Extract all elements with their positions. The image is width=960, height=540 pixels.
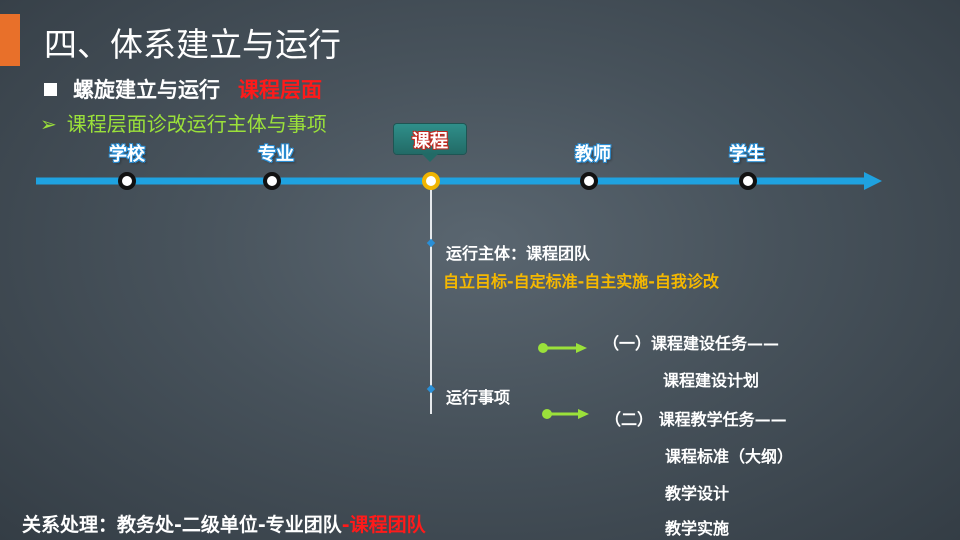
task2-detail: 教学实施 — [665, 519, 730, 538]
run-subject-motto: 自立目标-自定标准-自主实施-自我诊改 — [443, 272, 719, 291]
timeline-label-student: 学生 — [729, 144, 765, 165]
timeline-node-school — [118, 172, 136, 190]
subtitle: 螺旋建立与运行 — [73, 78, 220, 102]
timeline-node-teacher — [580, 172, 598, 190]
arrow-bullet-icon: ➢ — [40, 112, 57, 136]
page-title: 四、体系建立与运行 — [44, 25, 341, 64]
diamond-bullet-icon — [426, 238, 436, 248]
title-accent-bar — [0, 14, 20, 66]
subheading: 课程层面诊改运行主体与事项 — [66, 112, 327, 136]
relationship-text: 关系处理：教务处-二级单位-专业团队 — [22, 514, 342, 536]
task2-title: （二） 课程教学任务—— — [605, 410, 787, 429]
task2-detail: 教学设计 — [665, 484, 730, 503]
subheading-line: ➢ 课程层面诊改运行主体与事项 — [40, 108, 327, 137]
timeline-active-tab: 课程 — [394, 124, 466, 164]
task2-detail: 课程标准（大纲） — [665, 447, 794, 466]
relationship-line: 关系处理：教务处-二级单位-专业团队-课程团队 — [22, 510, 426, 537]
timeline-label-course: 课程 — [412, 131, 448, 152]
subtitle-line: 螺旋建立与运行课程层面 — [44, 74, 322, 104]
task1-detail: 课程建设计划 — [663, 371, 760, 390]
run-subject-label: 运行主体：课程团队 — [446, 244, 591, 263]
active-tab-pointer-icon — [422, 154, 438, 162]
timeline-label-teacher: 教师 — [575, 144, 611, 165]
task1-title: （一）课程建设任务—— — [603, 334, 780, 353]
timeline-node-course — [422, 172, 440, 190]
run-items-label: 运行事项 — [446, 388, 511, 407]
subtitle-highlight: 课程层面 — [238, 78, 322, 102]
timeline-label-school: 学校 — [109, 144, 145, 165]
active-tab-box — [394, 124, 466, 154]
timeline-arrowhead-icon — [864, 172, 882, 190]
square-bullet-icon — [44, 82, 57, 96]
green-arrowhead-icon — [576, 343, 587, 353]
relationship-highlight: -课程团队 — [341, 514, 426, 536]
timeline-node-major — [263, 172, 281, 190]
diamond-bullet-icon — [426, 384, 436, 394]
timeline-node-student — [739, 172, 757, 190]
green-arrowhead-icon — [578, 409, 589, 419]
timeline-label-major: 专业 — [258, 144, 294, 165]
